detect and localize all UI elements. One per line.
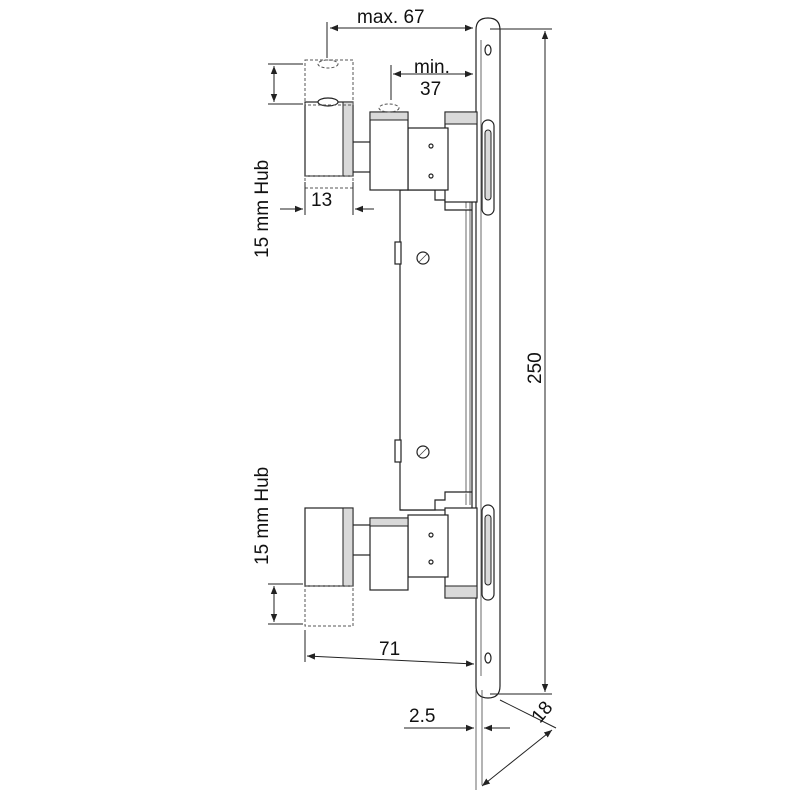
dimension-backset-label: 71	[379, 639, 400, 660]
faceplate-screw-hole-top	[484, 44, 492, 56]
dimension-plate-thickness-label: 2.5	[409, 706, 435, 727]
dimension-min-label-bottom: 37	[420, 79, 441, 100]
top-bolt-assembly	[304, 59, 478, 203]
faceplate	[475, 17, 501, 790]
dimension-bolt-width-label: 13	[311, 190, 332, 211]
dimension-backset: 71	[304, 630, 475, 667]
lock-body	[394, 189, 473, 511]
dimension-bolt-width: 13	[280, 182, 374, 215]
dimension-min: min. 37	[390, 57, 473, 100]
dimension-stroke-bottom: 15 mm Hub	[252, 467, 303, 625]
dimension-plate-thickness: 2.5	[404, 706, 510, 732]
dimension-min-label-top: min.	[414, 57, 450, 78]
dimension-max-label: max. 67	[357, 7, 425, 28]
dimension-stroke-top: 15 mm Hub	[252, 63, 303, 258]
dimension-max: max. 67	[326, 7, 473, 58]
bottom-bolt-assembly	[304, 507, 478, 627]
dimension-stroke-top-label: 15 mm Hub	[252, 160, 273, 258]
dimension-plate-width: 18	[481, 698, 558, 787]
faceplate-screw-hole-bottom	[484, 652, 492, 664]
dimension-height: 250	[490, 28, 552, 695]
dimension-height-label: 250	[525, 352, 546, 384]
dimension-stroke-bottom-label: 15 mm Hub	[252, 467, 273, 565]
dimension-plate-width-label: 18	[528, 698, 558, 728]
